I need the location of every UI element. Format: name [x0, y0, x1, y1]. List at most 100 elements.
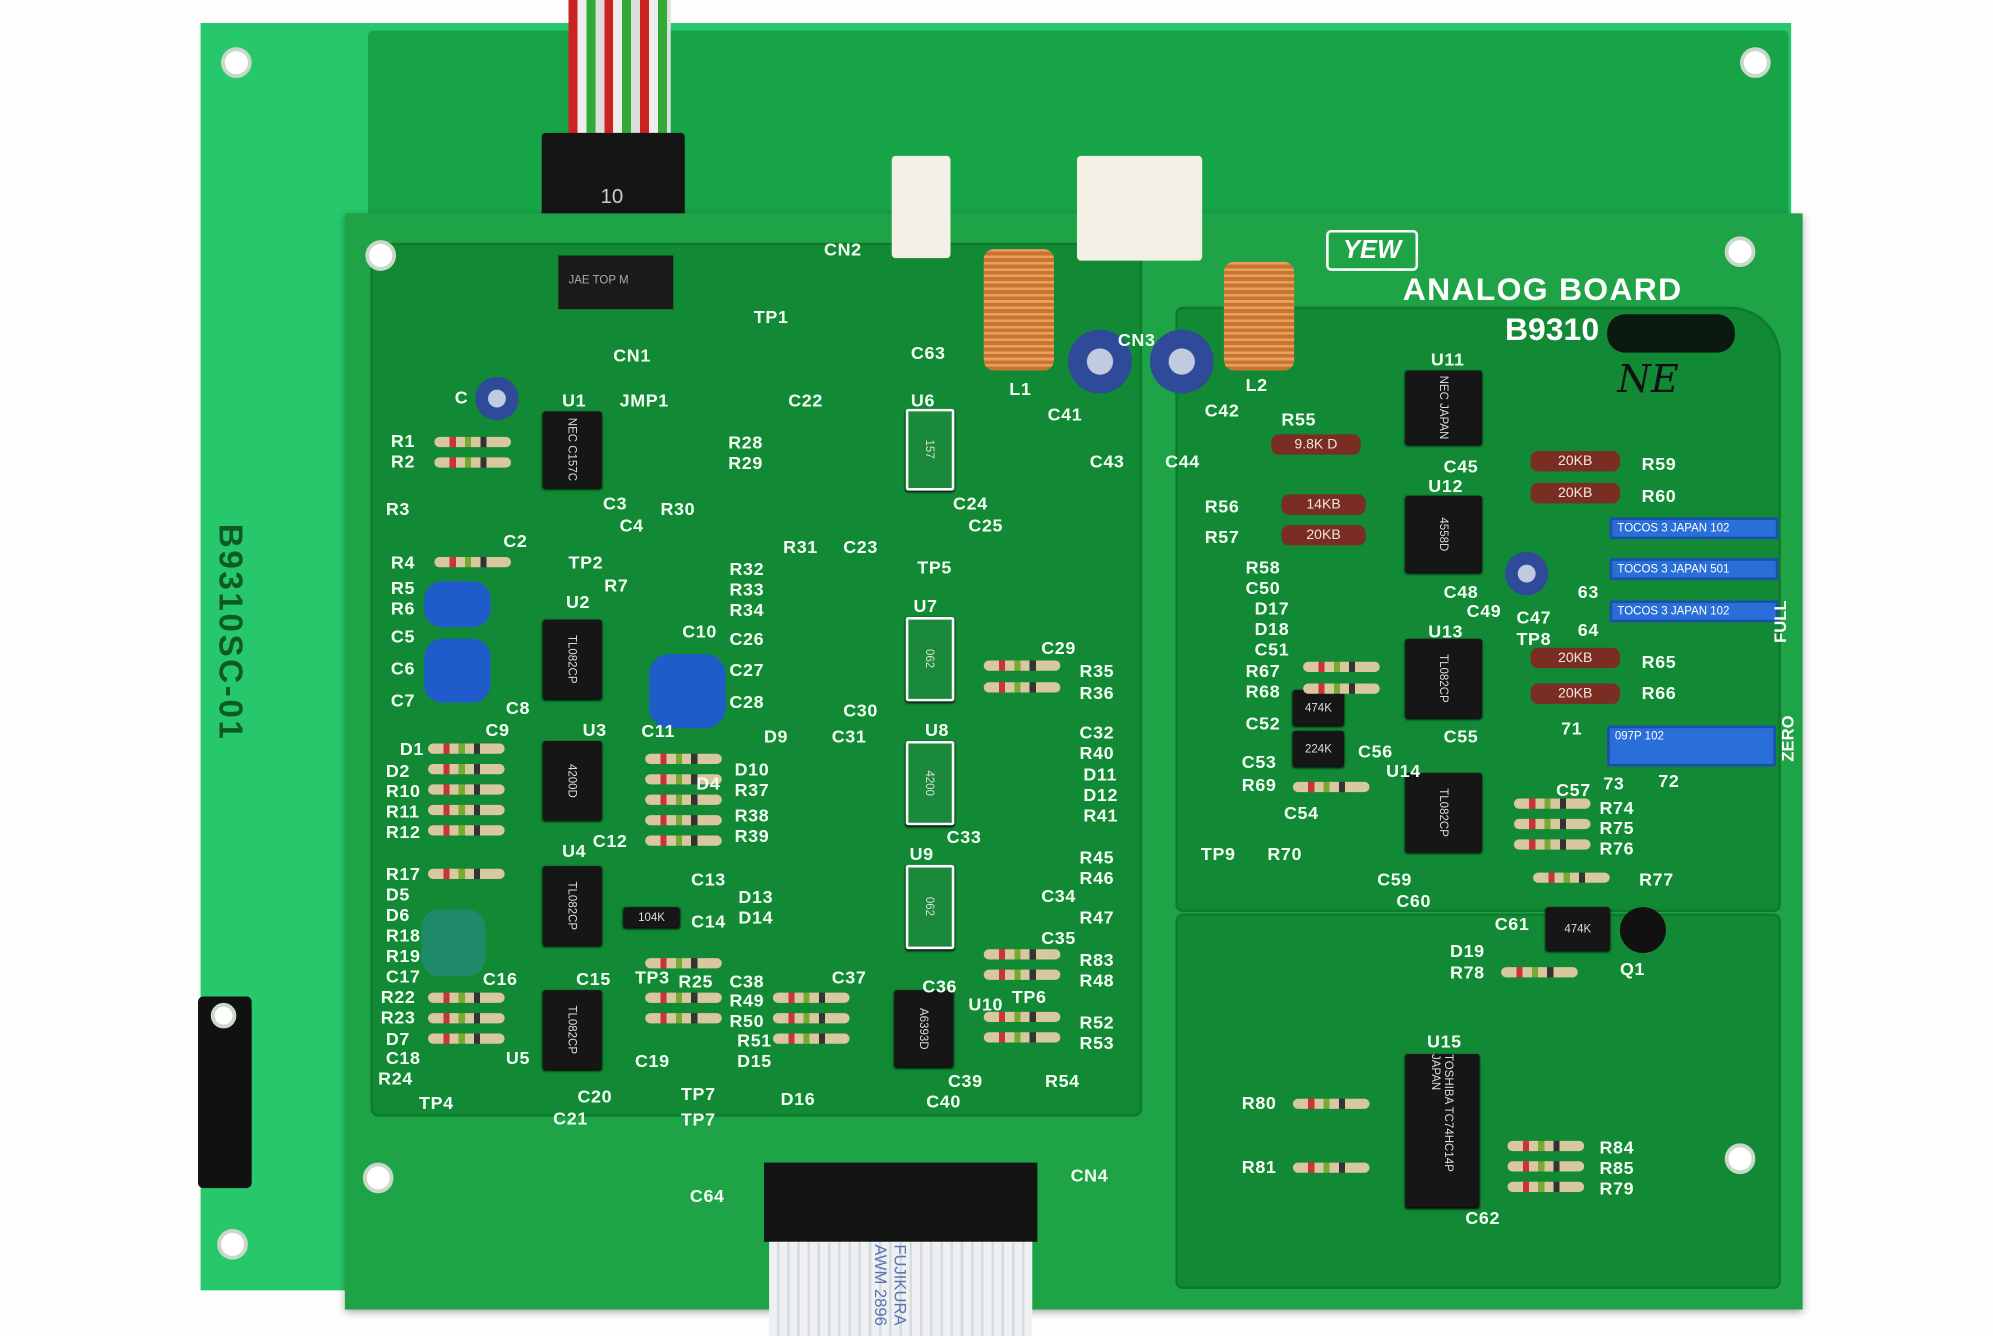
trimpot-3[interactable]: TOCOS 3 JAPAN 102 — [1609, 600, 1779, 623]
silkscreen-label: D18 — [1254, 618, 1290, 639]
silkscreen-label: R59 — [1641, 453, 1677, 474]
silkscreen-label: C45 — [1443, 456, 1479, 477]
resistor — [427, 1013, 505, 1024]
trimpot-4[interactable]: 097P 102 — [1607, 725, 1776, 767]
resistor — [1292, 781, 1370, 793]
silkscreen-label: C64 — [689, 1185, 725, 1207]
silkscreen-label: C40 — [926, 1091, 961, 1112]
silkscreen-label: R53 — [1079, 1032, 1115, 1053]
silkscreen-label: R55 — [1281, 408, 1317, 430]
resistor — [1303, 683, 1380, 694]
silkscreen-label: D16 — [780, 1088, 816, 1109]
label-zero: ZERO — [1778, 715, 1798, 762]
silkscreen-label: C23 — [843, 536, 878, 558]
silkscreen-label: C41 — [1047, 403, 1083, 425]
connector-cn4 — [763, 1162, 1038, 1242]
resistor — [427, 804, 505, 816]
silkscreen-label: R56 — [1204, 495, 1240, 517]
trimpot-1[interactable]: TOCOS 3 JAPAN 102 — [1609, 517, 1779, 540]
silkscreen-label: C32 — [1079, 721, 1115, 743]
silkscreen-label: R10 — [385, 780, 421, 802]
ic-u13: TL082CP — [1405, 638, 1482, 718]
silkscreen-label: Q1 — [1619, 958, 1646, 979]
silkscreen-label: C12 — [592, 830, 628, 851]
resistor — [1513, 818, 1591, 830]
silkscreen-label: R29 — [728, 452, 763, 473]
resistor — [427, 763, 505, 775]
silkscreen-label: C24 — [953, 493, 988, 514]
silkscreen-label: C26 — [729, 628, 765, 650]
silkscreen-label: R57 — [1204, 526, 1240, 547]
silkscreen-label: CN4 — [1070, 1165, 1109, 1186]
capacitor-c42 — [1149, 329, 1214, 394]
resistor — [645, 815, 722, 826]
silkscreen-label: R23 — [380, 1006, 416, 1028]
silkscreen-label: R12 — [385, 821, 421, 842]
ribbon-cable-bottom: FUJIKURA AWM 2896 — [769, 1241, 1033, 1336]
silkscreen-label: C35 — [1041, 927, 1076, 948]
inductor-l2 — [1223, 261, 1295, 371]
silkscreen-label: R77 — [1639, 868, 1674, 890]
ic-u7: 062 — [905, 617, 955, 702]
silkscreen-label: CN2 — [824, 238, 862, 260]
silkscreen-label: R5 — [390, 577, 416, 598]
silkscreen-label: C16 — [482, 968, 518, 989]
silkscreen-label: R19 — [385, 945, 421, 966]
trimpot-2[interactable]: TOCOS 3 JAPAN 501 — [1609, 558, 1779, 581]
silkscreen-label: R25 — [678, 970, 714, 992]
mounting-hole — [1740, 47, 1771, 78]
capacitor-c11 — [649, 654, 726, 729]
ic-u8: 4200 — [905, 740, 955, 826]
silkscreen-label: TP9 — [1200, 843, 1236, 864]
silkscreen-label: D4 — [696, 772, 721, 794]
resistor — [1513, 839, 1591, 850]
capacitor-c1 — [475, 376, 519, 421]
resistor — [983, 969, 1061, 980]
capacitor-c17 — [421, 909, 486, 977]
resistor — [1507, 1140, 1585, 1152]
capacitor-c41 — [1068, 329, 1132, 394]
silkscreen-label: 64 — [1577, 619, 1599, 641]
silkscreen-label: D11 — [1083, 763, 1118, 785]
ribbon-cable-top — [568, 0, 671, 141]
mounting-hole — [217, 1229, 248, 1260]
silkscreen-label: D17 — [1254, 597, 1290, 619]
silkscreen-label: C5 — [390, 626, 416, 647]
resistor — [772, 992, 850, 1003]
silkscreen-label: R65 — [1641, 651, 1677, 672]
silkscreen-label: R1 — [390, 430, 416, 451]
silkscreen-label: C6 — [390, 657, 416, 679]
resistor — [1501, 967, 1578, 978]
ic-u11: NEC JAPAN — [1405, 370, 1482, 445]
silkscreen-label: TP4 — [419, 1092, 454, 1113]
silkscreen-label: R81 — [1241, 1156, 1277, 1177]
resistor-r56: 14KB — [1281, 494, 1366, 515]
silkscreen-label: D14 — [738, 907, 774, 928]
resistor — [983, 660, 1061, 671]
silkscreen-label: C50 — [1245, 577, 1281, 598]
silkscreen-label: R32 — [729, 558, 765, 579]
resistor — [983, 682, 1061, 693]
silkscreen-label: C33 — [946, 826, 982, 848]
ic-u3: 4200D — [542, 740, 602, 821]
silkscreen-label: R76 — [1599, 838, 1635, 859]
resistor — [434, 457, 512, 468]
silkscreen-label: JMP1 — [619, 389, 669, 411]
silkscreen-label: U2 — [565, 591, 591, 612]
silkscreen-label: C43 — [1089, 450, 1125, 472]
silkscreen-label: TP5 — [917, 557, 953, 578]
resistor — [645, 958, 722, 969]
ic-u6: 157 — [905, 408, 955, 491]
silkscreen-label: C59 — [1377, 868, 1412, 890]
silkscreen-label: U7 — [913, 595, 938, 616]
silkscreen-label: C2 — [503, 530, 528, 551]
silkscreen-label: R37 — [734, 779, 770, 800]
silkscreen-label: 63 — [1577, 581, 1599, 602]
silkscreen-label: D1 — [399, 738, 425, 759]
pin-mark: 10 — [600, 186, 624, 209]
silkscreen-label: R49 — [729, 990, 765, 1011]
silkscreen-label: R3 — [385, 498, 410, 519]
silkscreen-label: C53 — [1241, 751, 1277, 772]
silkscreen-label: U12 — [1428, 475, 1464, 496]
silkscreen-label: C47 — [1516, 606, 1552, 628]
